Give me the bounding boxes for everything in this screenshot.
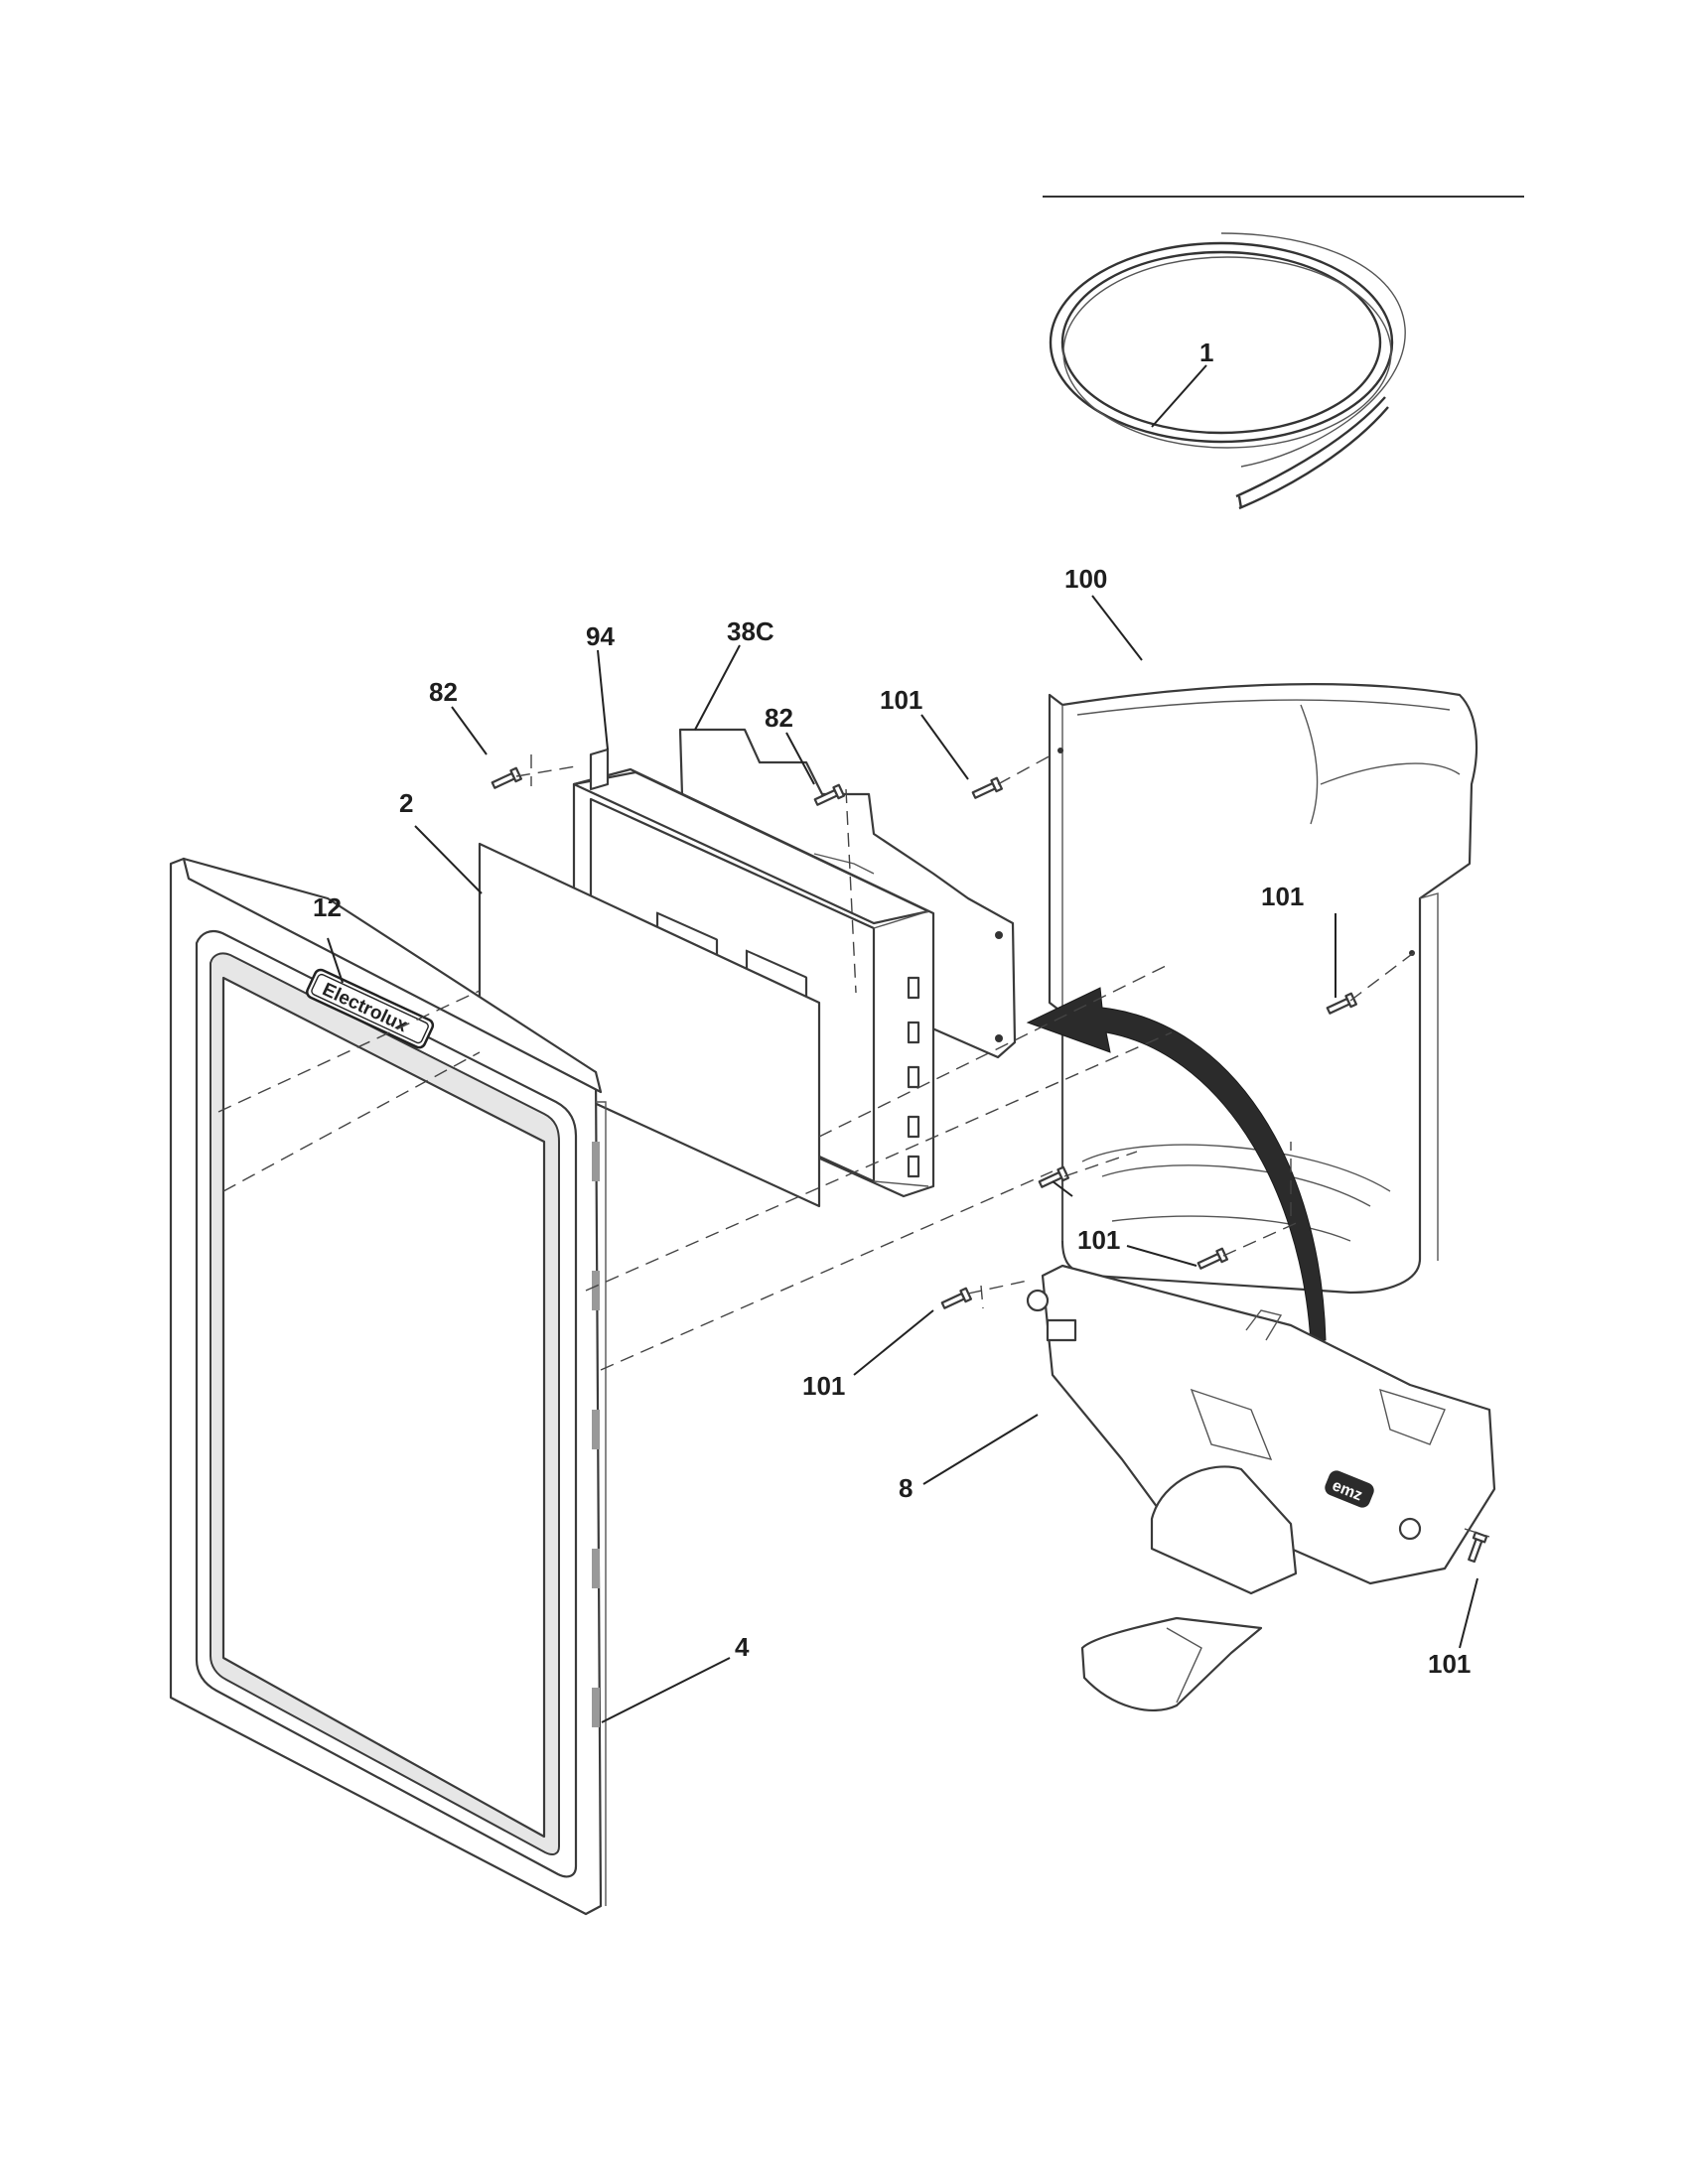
part-8-dispenser-actuator: emz xyxy=(1026,1264,1496,1712)
callouts: 1 100 94 38C 82 82 101 101 101 101 101 2… xyxy=(313,338,1471,1679)
callout-100: 100 xyxy=(1064,564,1107,594)
leader-lines xyxy=(327,364,1478,1723)
callout-101-bottom: 101 xyxy=(1428,1649,1471,1679)
callout-101-right: 101 xyxy=(1261,882,1304,911)
part-1-tubing-coil xyxy=(1049,232,1406,510)
callout-2: 2 xyxy=(399,788,413,818)
alignment-lines xyxy=(217,753,1490,1538)
screw-82-mid xyxy=(813,783,846,806)
screw-101-left xyxy=(940,1287,973,1309)
callout-38c: 38C xyxy=(727,616,774,646)
callout-8: 8 xyxy=(899,1473,913,1503)
callout-94: 94 xyxy=(586,621,615,651)
screw-101-bottom xyxy=(1468,1531,1488,1564)
callout-1: 1 xyxy=(1199,338,1213,367)
callout-101-top: 101 xyxy=(880,685,922,715)
part-100-cover-shell xyxy=(1048,682,1478,1295)
callout-12: 12 xyxy=(313,892,342,922)
screw-101-lower xyxy=(1038,1165,1070,1188)
callout-101-left: 101 xyxy=(802,1371,845,1401)
screw-101-mid xyxy=(1196,1247,1229,1270)
part-2-insulation-sheet xyxy=(478,842,821,1208)
callout-82-mid: 82 xyxy=(765,703,793,733)
screw-101-right xyxy=(1326,992,1358,1015)
screw-82-left xyxy=(491,766,523,789)
screw-101-top xyxy=(971,776,1004,799)
callout-101-lower: 101 xyxy=(1077,1225,1120,1255)
part-4-front-frame: Electrolux xyxy=(169,857,607,1916)
callout-4: 4 xyxy=(735,1632,750,1662)
callout-82-left: 82 xyxy=(429,677,458,707)
